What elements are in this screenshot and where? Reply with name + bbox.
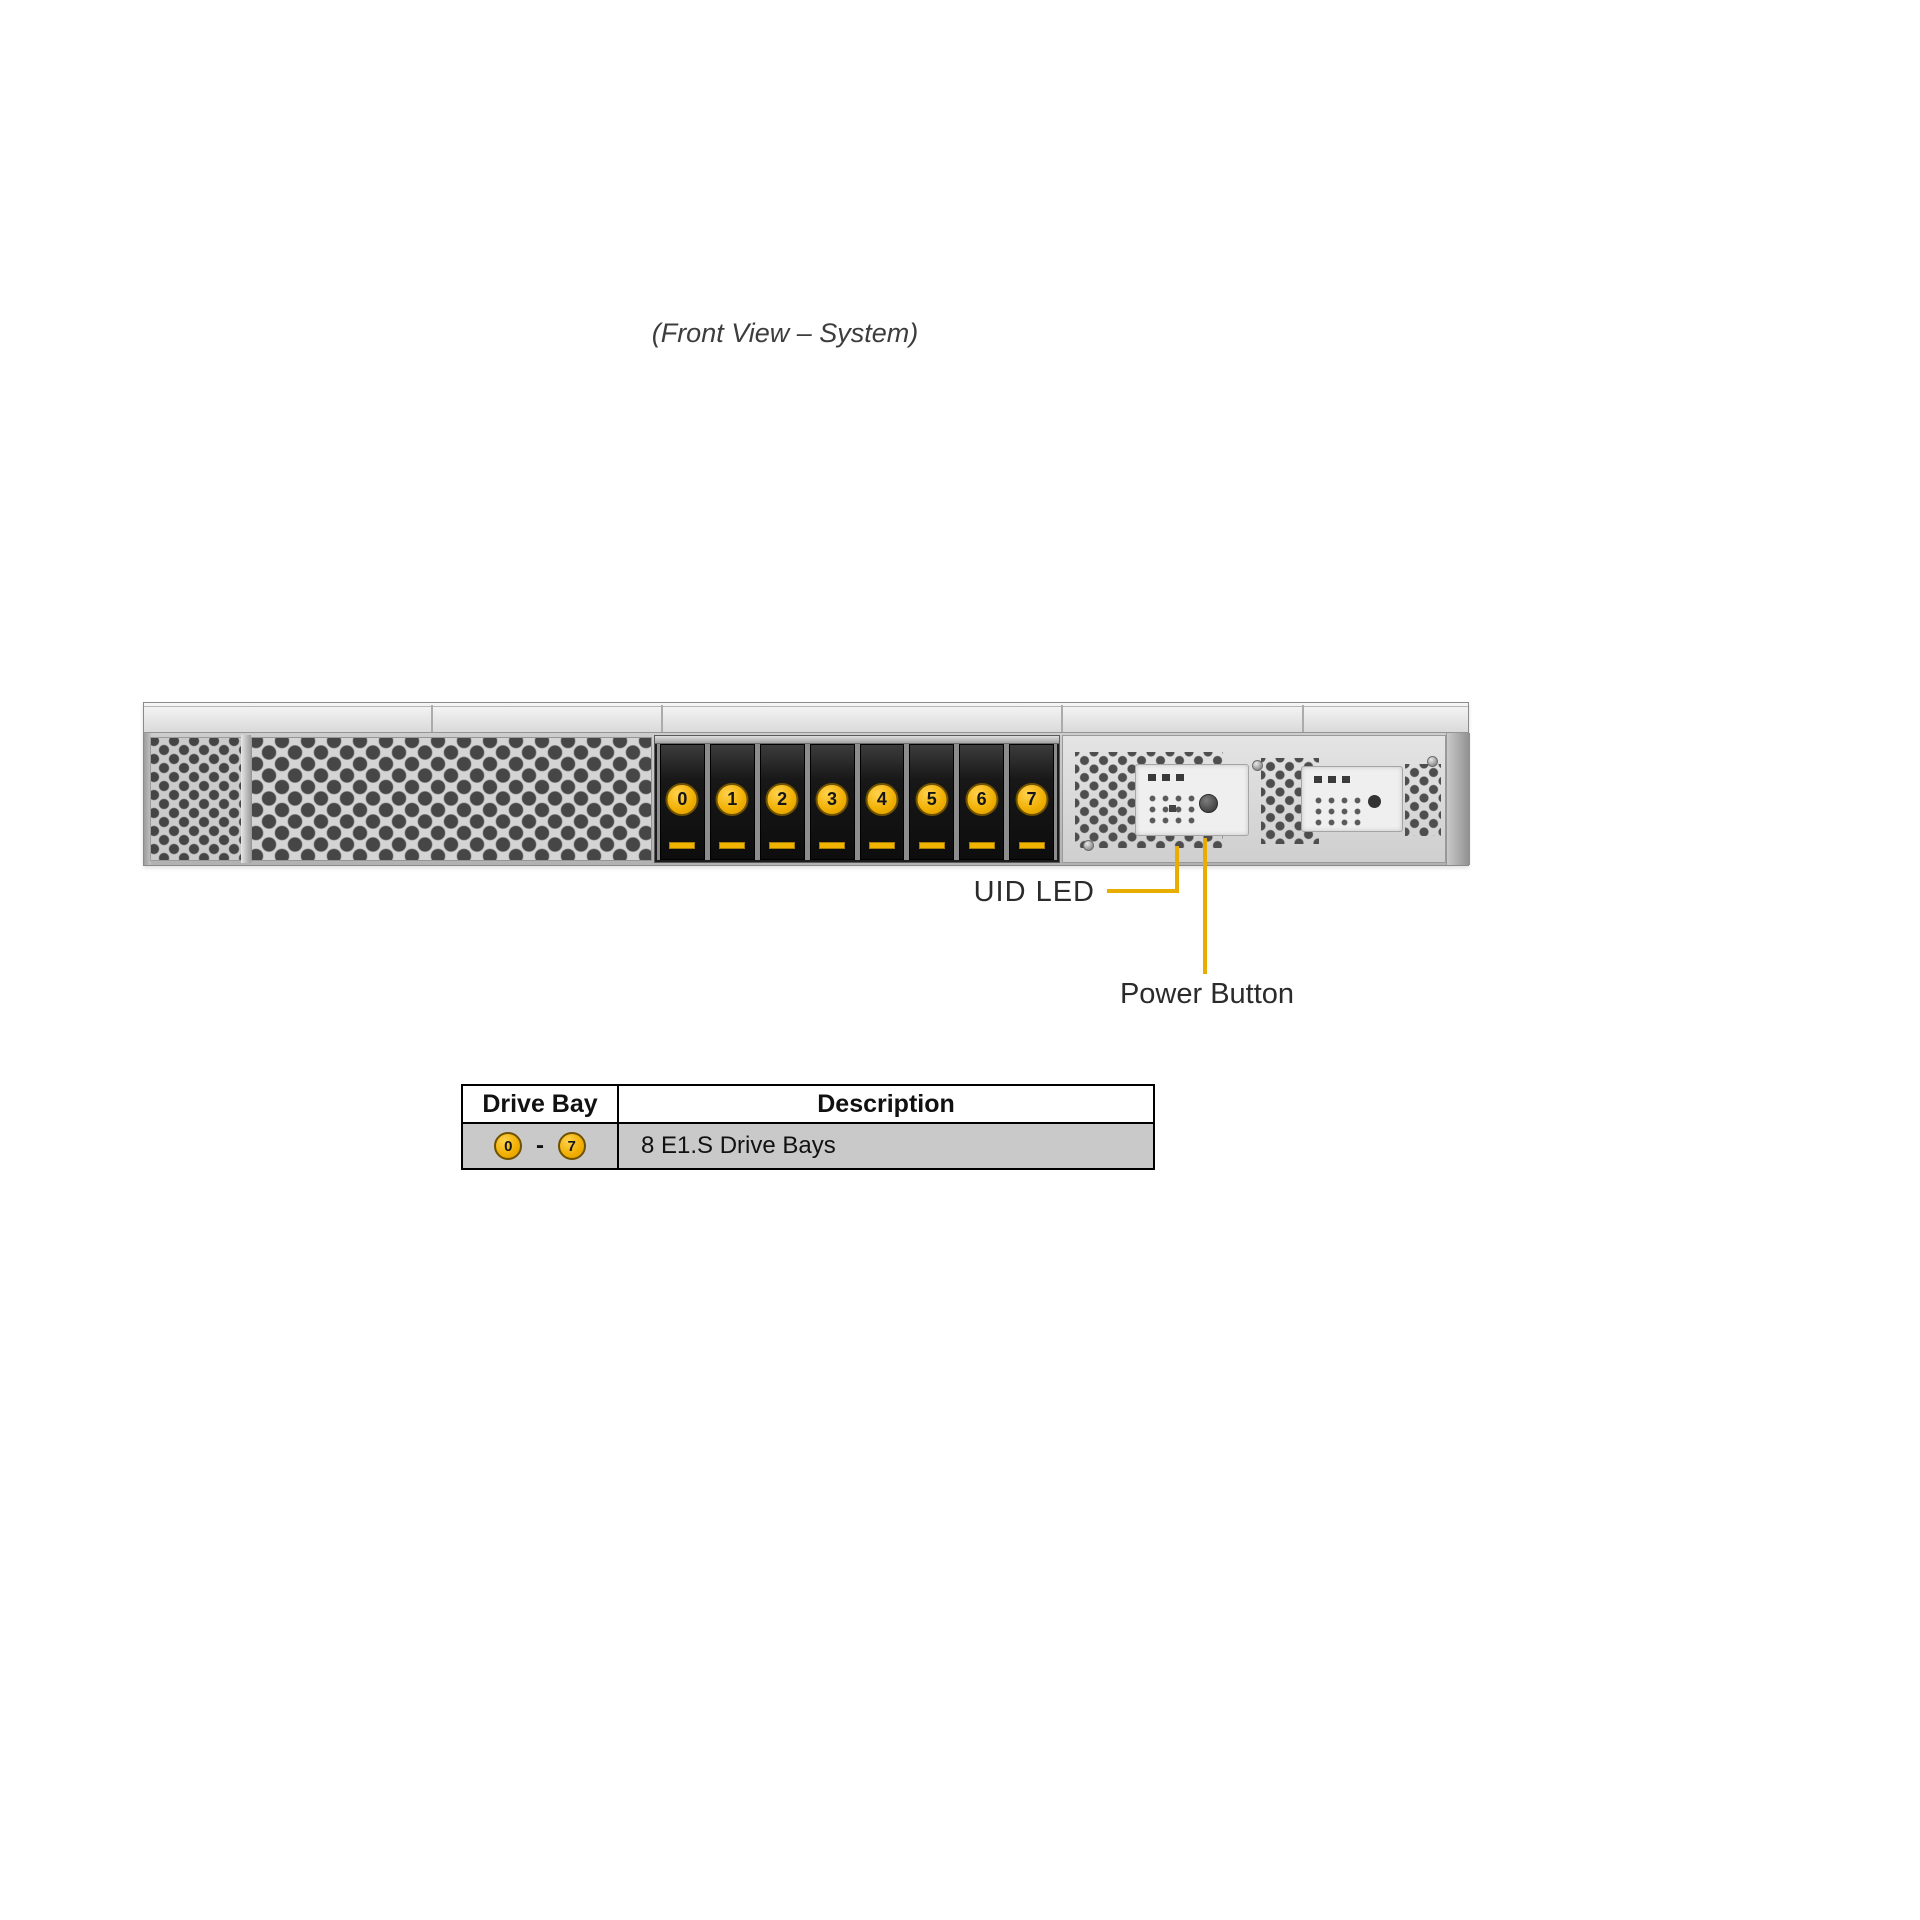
range-separator: - — [536, 1132, 544, 1160]
drive-bay-1: 1 — [709, 744, 755, 860]
drive-number-badge: 1 — [715, 783, 749, 816]
indicator-led-icon — [1314, 776, 1322, 783]
chassis-face: 0 1 2 3 4 — [144, 733, 1470, 865]
table-header-row: Drive Bay Description — [461, 1084, 1155, 1124]
drive-latch — [1018, 842, 1045, 849]
chassis-seam — [661, 705, 663, 732]
drive-number-badge: 0 — [665, 783, 699, 816]
indicator-led-icon — [1162, 774, 1170, 781]
drive-number-badge: 7 — [1015, 783, 1049, 816]
indicator-led-icon — [1328, 776, 1336, 783]
drive-latch — [719, 842, 746, 849]
left-bracket — [241, 735, 251, 863]
drive-bay-0: 0 — [660, 744, 705, 860]
screw-icon — [1083, 840, 1094, 851]
drive-bay-5: 5 — [909, 744, 955, 860]
drive-latch — [918, 842, 945, 849]
power-button-icon — [1199, 794, 1218, 813]
drive-bay-3: 3 — [809, 744, 855, 860]
uid-led-callout-line — [1175, 846, 1179, 893]
drive-bay-4: 4 — [859, 744, 905, 860]
reset-button-icon — [1368, 795, 1381, 808]
speaker-holes — [1310, 793, 1362, 829]
drive-latch — [968, 842, 995, 849]
drive-bay-table: Drive Bay Description 0 - 7 8 E1.S Drive… — [461, 1084, 1155, 1170]
drive-number-badge: 3 — [815, 783, 849, 816]
control-plate — [1301, 766, 1403, 832]
drive-bay-row: 0 1 2 3 4 — [657, 744, 1057, 860]
control-plate — [1135, 764, 1249, 836]
drive-bay-7: 7 — [1009, 744, 1054, 860]
chassis-top-edge — [144, 703, 1468, 733]
power-button-callout-line — [1203, 838, 1207, 974]
chassis-seam — [1302, 705, 1304, 732]
control-panel-section — [1062, 735, 1446, 863]
description-cell: 8 E1.S Drive Bays — [617, 1122, 1155, 1170]
drive-bay-range-cell: 0 - 7 — [461, 1122, 619, 1170]
indicator-led-icon — [1148, 774, 1156, 781]
drive-number-badge: 2 — [765, 783, 799, 816]
figure-title: (Front View – System) — [651, 318, 919, 348]
table-header-drive-bay: Drive Bay — [461, 1084, 619, 1124]
screw-icon — [1252, 760, 1263, 771]
chassis-seam — [1061, 705, 1063, 732]
chassis-seam — [431, 705, 433, 732]
table-row: 0 - 7 8 E1.S Drive Bays — [461, 1122, 1155, 1170]
table-header-description: Description — [617, 1084, 1155, 1124]
drive-bay-rail — [655, 736, 1059, 744]
drive-bay-6: 6 — [959, 744, 1005, 860]
front-vent-panel — [251, 737, 652, 861]
right-end-cap — [1446, 733, 1470, 865]
drive-number-badge: 5 — [915, 783, 949, 816]
uid-led-label: UID LED — [973, 876, 1095, 908]
drive-badge-start: 0 — [494, 1132, 523, 1161]
drive-latch — [819, 842, 846, 849]
uid-led-callout-line — [1107, 889, 1179, 893]
drive-bay-section: 0 1 2 3 4 — [654, 735, 1060, 863]
drive-latch — [669, 842, 696, 849]
power-button-label: Power Button — [1119, 978, 1295, 1010]
drive-number-badge: 4 — [865, 783, 899, 816]
drive-badge-end: 7 — [557, 1132, 586, 1161]
drive-number-badge: 6 — [965, 783, 999, 816]
vent-dot-cluster — [1405, 764, 1441, 836]
server-chassis: 0 1 2 3 4 — [143, 702, 1470, 866]
left-end-cap — [144, 733, 151, 865]
screw-icon — [1427, 756, 1438, 767]
indicator-led-icon — [1176, 774, 1184, 781]
drive-latch — [769, 842, 796, 849]
drive-latch — [868, 842, 895, 849]
left-ear-vent-panel — [150, 737, 242, 861]
uid-led-icon — [1169, 805, 1176, 812]
indicator-led-icon — [1342, 776, 1350, 783]
drive-bay-2: 2 — [759, 744, 805, 860]
